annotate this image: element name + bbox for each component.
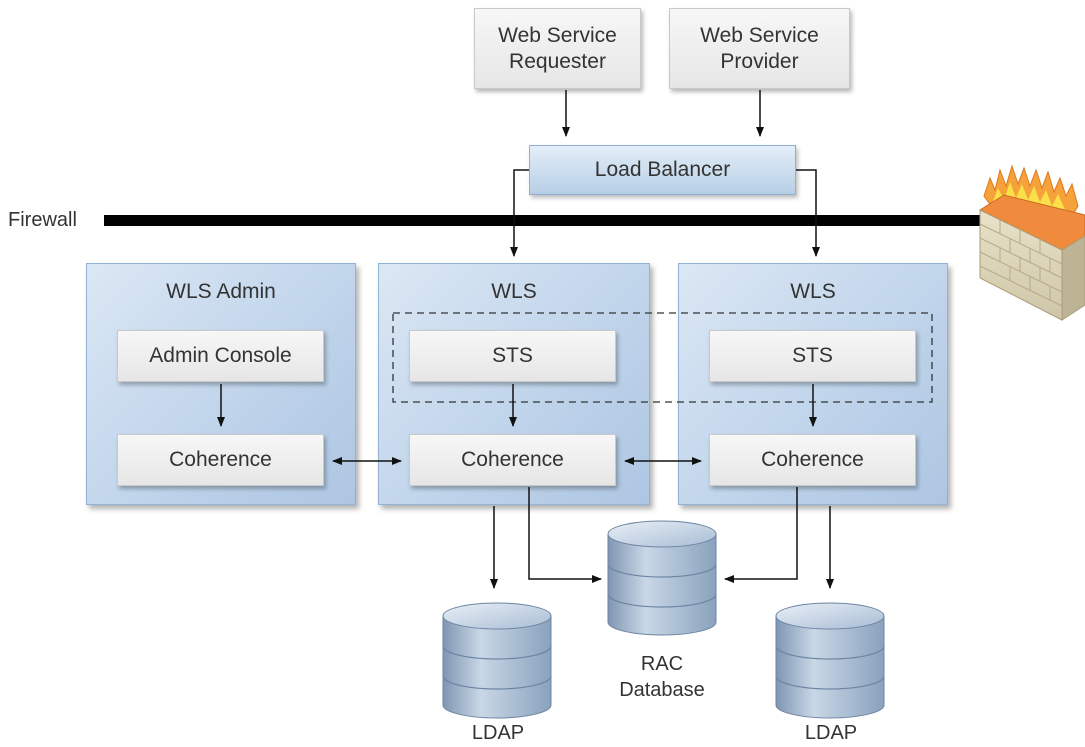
ldap-right-label: LDAP xyxy=(804,722,858,744)
rac-database-label: RAC Database xyxy=(606,651,718,703)
sts-box-2: STS xyxy=(709,330,916,382)
sts-1-label: STS xyxy=(492,344,533,367)
wls-admin-title: WLS Admin xyxy=(166,280,276,303)
requester-label-line2: Requester xyxy=(509,49,606,73)
firewall-bar xyxy=(104,215,994,226)
rac-label-line2: Database xyxy=(619,679,705,701)
coherence-2-label: Coherence xyxy=(761,448,864,471)
load-balancer-box: Load Balancer xyxy=(529,145,796,195)
coherence-1-label: Coherence xyxy=(461,448,564,471)
admin-console-box: Admin Console xyxy=(117,330,324,382)
sts-cluster-outline xyxy=(392,312,933,403)
arrow-lb-wls2 xyxy=(796,169,820,257)
arrow-coh2-rac xyxy=(724,487,798,583)
sts-2-label: STS xyxy=(792,344,833,367)
firewall-label: Firewall xyxy=(8,209,77,231)
firewall-wall-icon xyxy=(978,164,1085,321)
wls-1-title: WLS xyxy=(491,280,537,303)
wls-2-title: WLS xyxy=(790,280,836,303)
admin-coherence-label: Coherence xyxy=(169,448,272,471)
web-service-requester-box: Web Service Requester xyxy=(474,8,641,89)
admin-coherence-box: Coherence xyxy=(117,434,324,486)
provider-label-line2: Provider xyxy=(720,49,799,73)
admin-console-label: Admin Console xyxy=(149,344,292,367)
ldap-left-database-icon xyxy=(442,602,552,719)
load-balancer-label: Load Balancer xyxy=(594,158,731,181)
arrow-lb-wls1 xyxy=(510,169,529,257)
requester-label-line1: Web Service xyxy=(498,23,617,47)
ldap-right-database-icon xyxy=(775,602,885,719)
provider-label-line1: Web Service xyxy=(700,23,819,47)
web-service-provider-box: Web Service Provider xyxy=(669,8,850,89)
coherence-box-2: Coherence xyxy=(709,434,916,486)
sts-box-1: STS xyxy=(409,330,616,382)
rac-database-icon xyxy=(607,520,717,636)
ldap-left-label: LDAP xyxy=(471,722,525,744)
rac-label-line1: RAC xyxy=(640,653,684,675)
coherence-box-1: Coherence xyxy=(409,434,616,486)
arrow-coh1-rac xyxy=(528,487,602,583)
